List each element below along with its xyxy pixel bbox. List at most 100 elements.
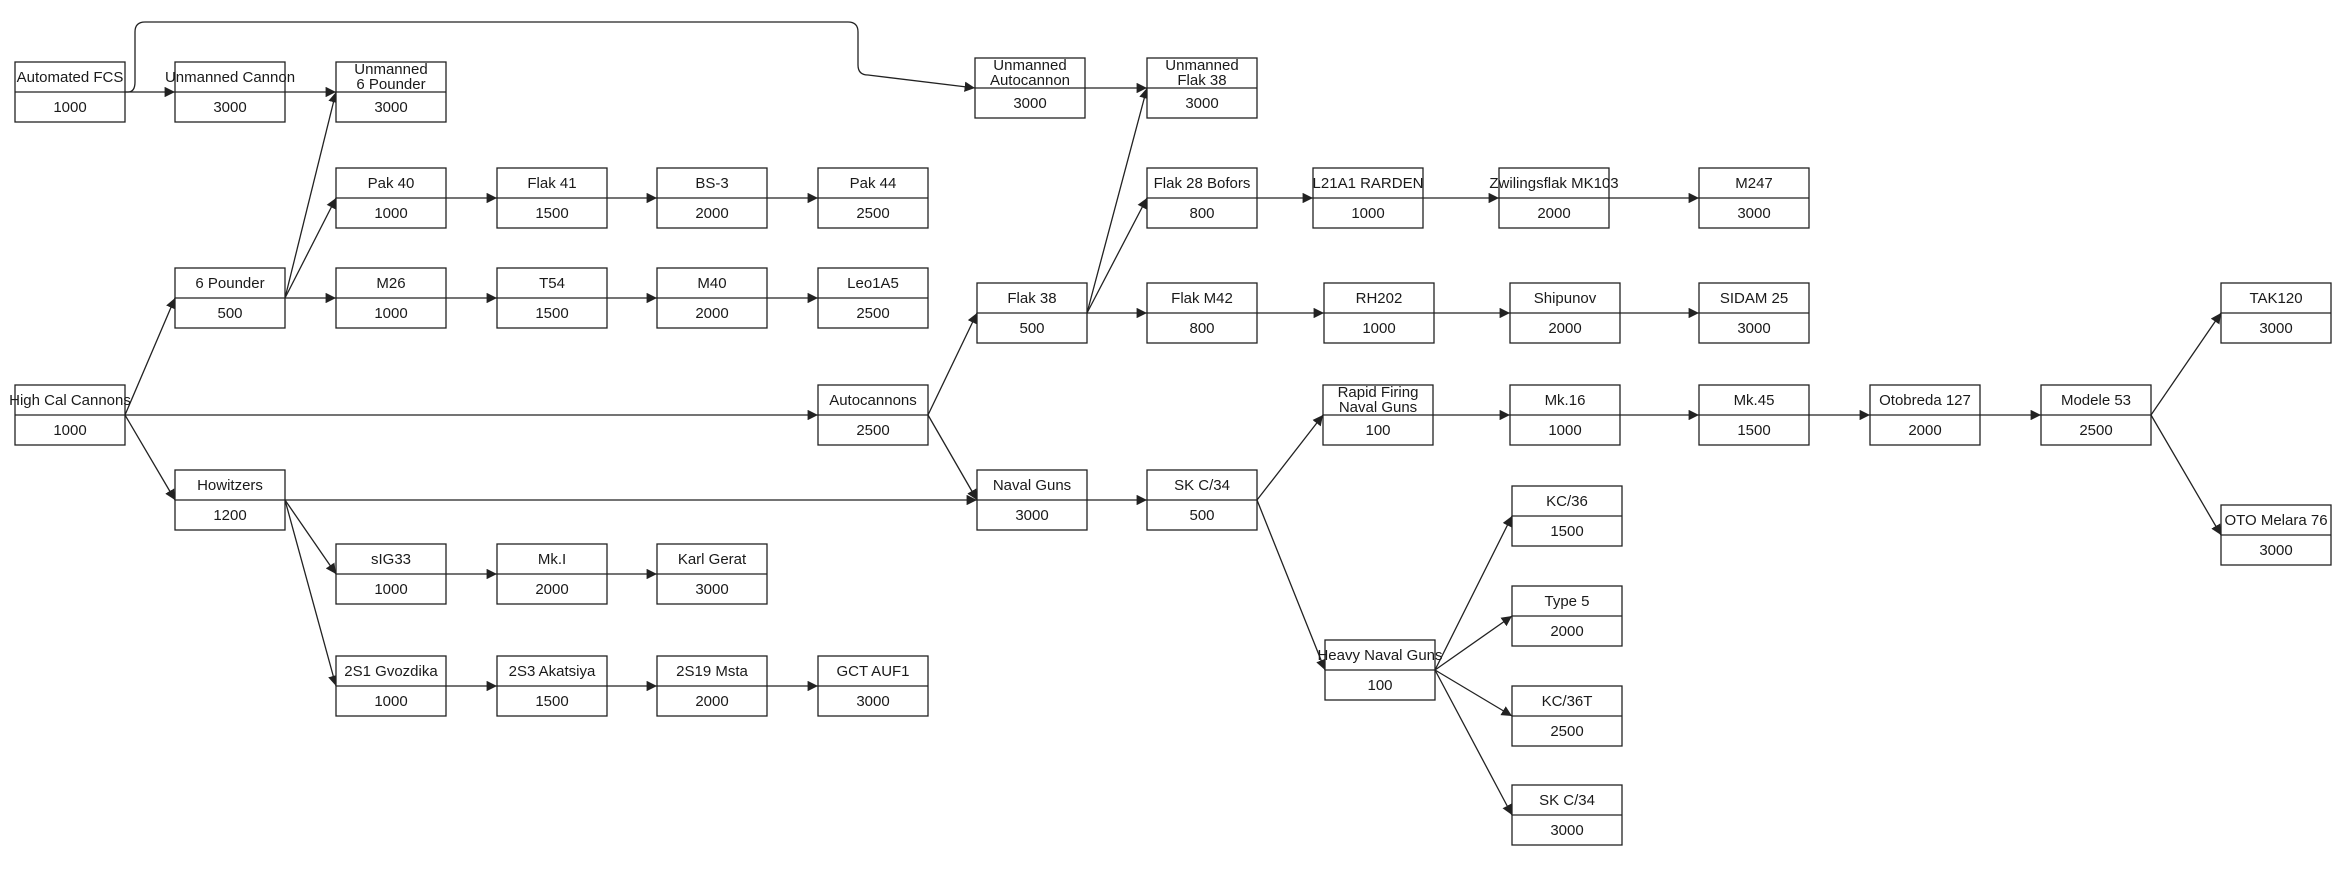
node-name: GCT AUF1: [836, 663, 909, 680]
node-sig33: sIG33 1000: [335, 543, 447, 605]
node-kc36t: KC/36T 2500: [1511, 685, 1623, 747]
node-name: Flak 38: [1007, 290, 1056, 307]
node-high-cal-cannons: High Cal Cannons 1000: [9, 384, 131, 446]
node-name: Unmanned: [1165, 57, 1238, 74]
node-name: M26: [376, 275, 405, 292]
node-sk-c34-b: SK C/34 3000: [1511, 784, 1623, 846]
node-l21a1-rarden: L21A1 RARDEN 1000: [1312, 167, 1424, 229]
node-name: Flak M42: [1171, 290, 1233, 307]
edges-layer: [124, 21, 2222, 816]
node-bs-3: BS-3 2000: [656, 167, 768, 229]
node-cost: 800: [1189, 205, 1214, 222]
edge-heavy-naval-guns-to-kc36: [1434, 515, 1513, 671]
node-name: Rapid Firing: [1338, 384, 1419, 401]
edge-modele-53-to-tak120: [2150, 312, 2222, 416]
node-flak-28-bofors: Flak 28 Bofors 800: [1146, 167, 1258, 229]
node-cost: 3000: [2259, 320, 2292, 337]
node-cost: 1000: [1548, 422, 1581, 439]
node-name: Howitzers: [197, 477, 263, 494]
edge-high-cal-cannons-to-six-pounder: [124, 297, 176, 416]
edge-howitzers-to-sig33: [284, 499, 337, 575]
node-name: Heavy Naval Guns: [1317, 647, 1442, 664]
node-cost: 3000: [213, 99, 246, 116]
node-name: Flak 41: [527, 175, 576, 192]
node-flak-m42: Flak M42 800: [1146, 282, 1258, 344]
node-name: Shipunov: [1534, 290, 1597, 307]
node-name: RH202: [1356, 290, 1403, 307]
node-cost: 800: [1189, 320, 1214, 337]
node-cost: 1000: [53, 422, 86, 439]
node-cost: 3000: [1737, 320, 1770, 337]
node-name: Flak 38: [1177, 72, 1226, 89]
node-cost: 2000: [695, 205, 728, 222]
node-mk-i: Mk.I 2000: [496, 543, 608, 605]
edge-flak-38-to-flak-28-bofors: [1086, 197, 1148, 314]
node-name: SK C/34: [1539, 792, 1595, 809]
node-name: Automated FCS: [17, 69, 124, 86]
node-name: Otobreda 127: [1879, 392, 1971, 409]
node-cost: 2000: [695, 693, 728, 710]
node-name: Naval Guns: [1339, 399, 1417, 416]
node-cost: 2000: [1548, 320, 1581, 337]
node-cost: 1000: [374, 305, 407, 322]
node-name: High Cal Cannons: [9, 392, 131, 409]
node-name: L21A1 RARDEN: [1313, 175, 1424, 192]
node-cost: 3000: [2259, 542, 2292, 559]
node-cost: 3000: [1185, 95, 1218, 112]
edge-autocannons-to-flak-38: [927, 312, 978, 416]
node-name: M40: [697, 275, 726, 292]
node-name: BS-3: [695, 175, 728, 192]
edge-automated-fcs-to-unmanned-autocannon: [125, 21, 976, 93]
edge-heavy-naval-guns-to-kc36t: [1434, 669, 1513, 717]
node-name: Unmanned: [354, 61, 427, 78]
node-name: Mk.I: [538, 551, 566, 568]
node-name: SK C/34: [1174, 477, 1230, 494]
node-name: Naval Guns: [993, 477, 1071, 494]
node-name: sIG33: [371, 551, 411, 568]
node-name: Type 5: [1544, 593, 1589, 610]
node-cost: 1000: [374, 205, 407, 222]
node-name: Autocannons: [829, 392, 917, 409]
edge-howitzers-to-gvozdika-2s1: [284, 499, 339, 687]
node-cost: 3000: [374, 99, 407, 116]
node-name: Unmanned: [993, 57, 1066, 74]
node-cost: 1500: [1737, 422, 1770, 439]
node-name: 2S19 Msta: [676, 663, 748, 680]
node-name: SIDAM 25: [1720, 290, 1788, 307]
node-name: 6 Pounder: [356, 76, 425, 93]
node-name: KC/36T: [1542, 693, 1593, 710]
node-cost: 1200: [213, 507, 246, 524]
edge-modele-53-to-oto-melara-76: [2150, 414, 2222, 536]
node-cost: 2500: [1550, 723, 1583, 740]
node-name: TAK120: [2249, 290, 2302, 307]
node-cost: 1000: [374, 581, 407, 598]
node-sidam-25: SIDAM 25 3000: [1698, 282, 1810, 344]
node-cost: 1000: [1351, 205, 1384, 222]
node-flak-38: Flak 38 500: [976, 282, 1088, 344]
node-cost: 500: [1019, 320, 1044, 337]
node-cost: 3000: [1550, 822, 1583, 839]
node-cost: 2000: [535, 581, 568, 598]
edge-sk-c34-a-to-rapid-firing-naval-guns: [1256, 414, 1324, 501]
node-cost: 3000: [695, 581, 728, 598]
node-name: M247: [1735, 175, 1773, 192]
node-name: Modele 53: [2061, 392, 2131, 409]
node-name: Flak 28 Bofors: [1154, 175, 1251, 192]
